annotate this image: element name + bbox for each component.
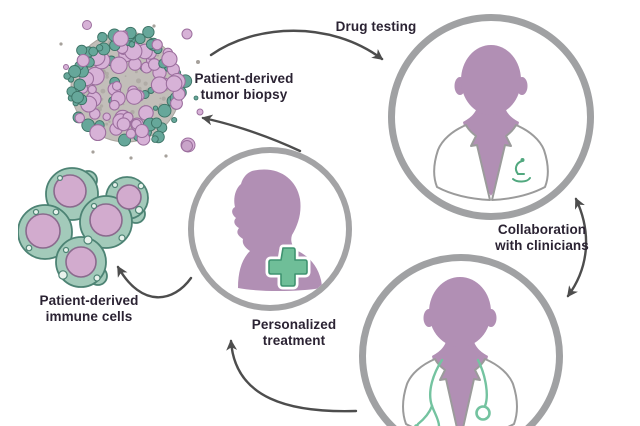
label-line: Patient-derived bbox=[194, 71, 294, 86]
clinician-figure bbox=[433, 45, 549, 201]
stethoscope-icon bbox=[414, 358, 491, 426]
arrow-patient-to-biopsy bbox=[201, 114, 302, 153]
label-collaboration: Collaboration with clinicians bbox=[480, 222, 604, 254]
label-line: with clinicians bbox=[495, 237, 589, 253]
label-line: Patient-derived bbox=[39, 293, 139, 308]
arrow-drug-testing bbox=[209, 29, 384, 61]
label-drug-testing: Drug testing bbox=[316, 19, 436, 35]
label-line: tumor biopsy bbox=[200, 86, 288, 102]
label-line: Personalized bbox=[251, 317, 337, 332]
label-line: Collaboration bbox=[497, 222, 587, 237]
doctor-avatar bbox=[359, 254, 563, 426]
label-line: Drug testing bbox=[335, 19, 417, 34]
label-personalized-treatment: Personalized treatment bbox=[232, 317, 356, 349]
clinician-avatar bbox=[388, 14, 594, 220]
label-line: treatment bbox=[262, 332, 326, 348]
label-line: immune cells bbox=[45, 308, 133, 324]
patient-figure bbox=[232, 169, 322, 291]
label-tumor-biopsy: Patient-derived tumor biopsy bbox=[184, 71, 304, 103]
arrow-clinician-to-treatment bbox=[226, 339, 358, 413]
medical-cross-icon bbox=[265, 244, 311, 290]
microscope-icon bbox=[512, 158, 531, 183]
immune-cells-illustration bbox=[18, 167, 149, 288]
satellite-cells bbox=[59, 20, 204, 160]
doctor-figure bbox=[402, 277, 518, 426]
label-immune-cells: Patient-derived immune cells bbox=[26, 293, 152, 325]
patient-avatar bbox=[188, 147, 352, 311]
